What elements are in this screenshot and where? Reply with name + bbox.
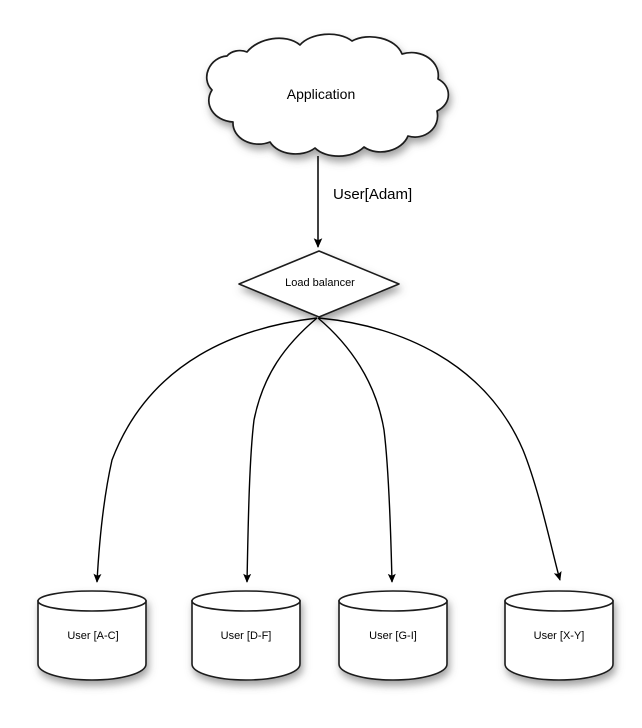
edge-balancer-to-db-3 [317, 317, 396, 583]
edge-balancer-to-db-2 [243, 317, 318, 583]
cylinder-shape-db-2[interactable] [191, 590, 301, 681]
cylinder-shape-db-4[interactable] [504, 590, 614, 681]
cylinder-shape-db-1[interactable] [37, 590, 147, 681]
cloud-shape-application[interactable] [206, 33, 450, 157]
edge-balancer-to-db-1 [93, 317, 318, 583]
diamond-shape-load-balancer[interactable] [238, 250, 400, 318]
edge-balancer-to-db-4 [318, 317, 562, 581]
edge-group-balancer-to-databases [93, 317, 562, 583]
cylinder-shape-db-3[interactable] [338, 590, 448, 681]
